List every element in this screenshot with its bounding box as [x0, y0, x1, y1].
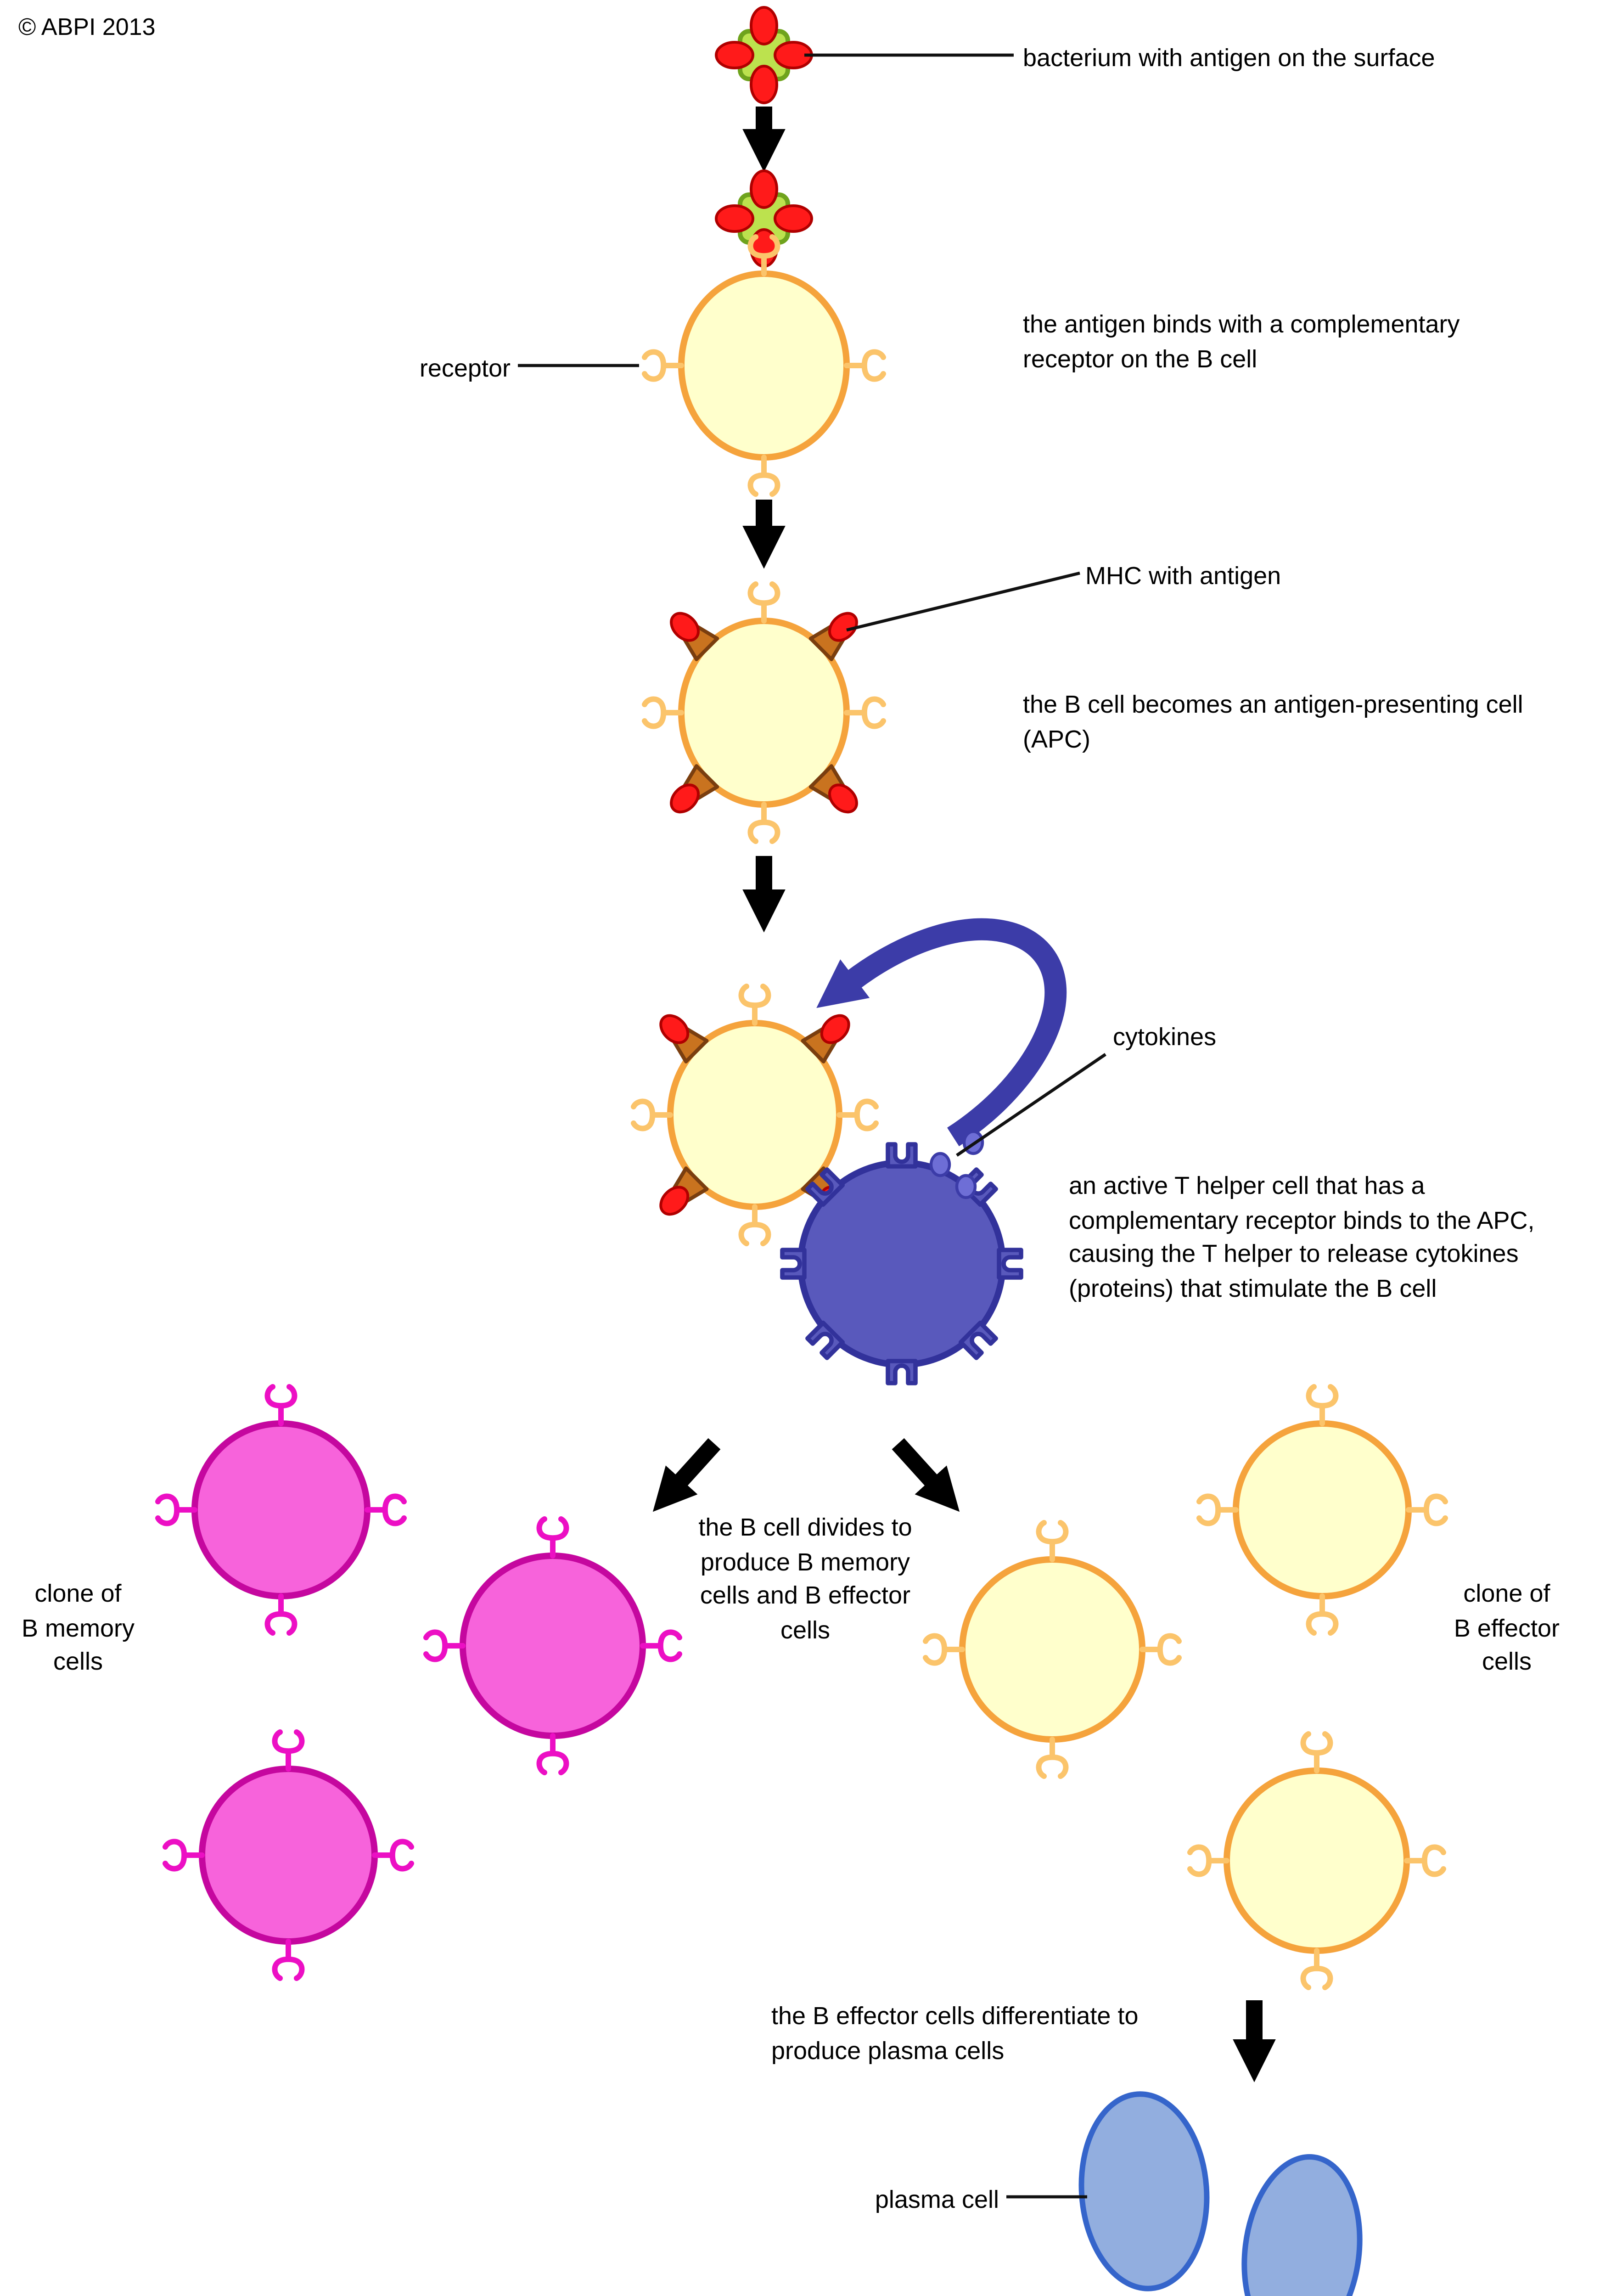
- bacterium-on-bcell-icon: [716, 171, 812, 266]
- b-cell: [645, 237, 883, 494]
- divides-text: the B cell divides to produce B memory c…: [698, 1514, 912, 1644]
- differentiate-text: the B effector cells differentiate to pr…: [771, 2002, 1139, 2064]
- divide-arrow-left: [652, 1438, 721, 1512]
- clone-memory-label: clone of B memory cells: [21, 1580, 135, 1676]
- b-effector-cell: [926, 1523, 1179, 1776]
- apc-with-t-helper: [634, 986, 876, 1244]
- t-helper-cell: [782, 1144, 1021, 1383]
- b-memory-cell: [158, 1387, 404, 1633]
- b-effector-cell: [1199, 1387, 1445, 1633]
- leader-line-mhc: [846, 571, 1080, 632]
- b-effector-cell: [1190, 1734, 1443, 1987]
- leader-line-cytokines: [956, 1053, 1106, 1157]
- plasma-cells: [1078, 2091, 1363, 2296]
- b-memory-cell: [426, 1519, 679, 1773]
- cytokine-release-arrow: [816, 918, 1067, 1147]
- apc-text: the B cell becomes an antigen-presenting…: [1023, 691, 1523, 753]
- bacterium-icon: [716, 7, 812, 103]
- b-memory-cell: [165, 1732, 411, 1978]
- plasma-cell-label: plasma cell: [875, 2186, 999, 2213]
- cytokines-label: cytokines: [1113, 1023, 1217, 1051]
- antigen-binds-text: the antigen binds with a complementary r…: [1023, 310, 1460, 372]
- bacterium-label: bacterium with antigen on the surface: [1023, 44, 1435, 72]
- copyright-top: © ABPI 2013: [18, 13, 156, 40]
- divide-arrow-right: [892, 1438, 960, 1512]
- mhc-label: MHC with antigen: [1085, 562, 1281, 590]
- clone-effector-label: clone of B effector cells: [1454, 1580, 1560, 1676]
- receptor-label: receptor: [419, 355, 511, 382]
- t-helper-text: an active T helper cell that has a compl…: [1069, 1172, 1535, 1302]
- antigen-presenting-cell: [645, 584, 883, 841]
